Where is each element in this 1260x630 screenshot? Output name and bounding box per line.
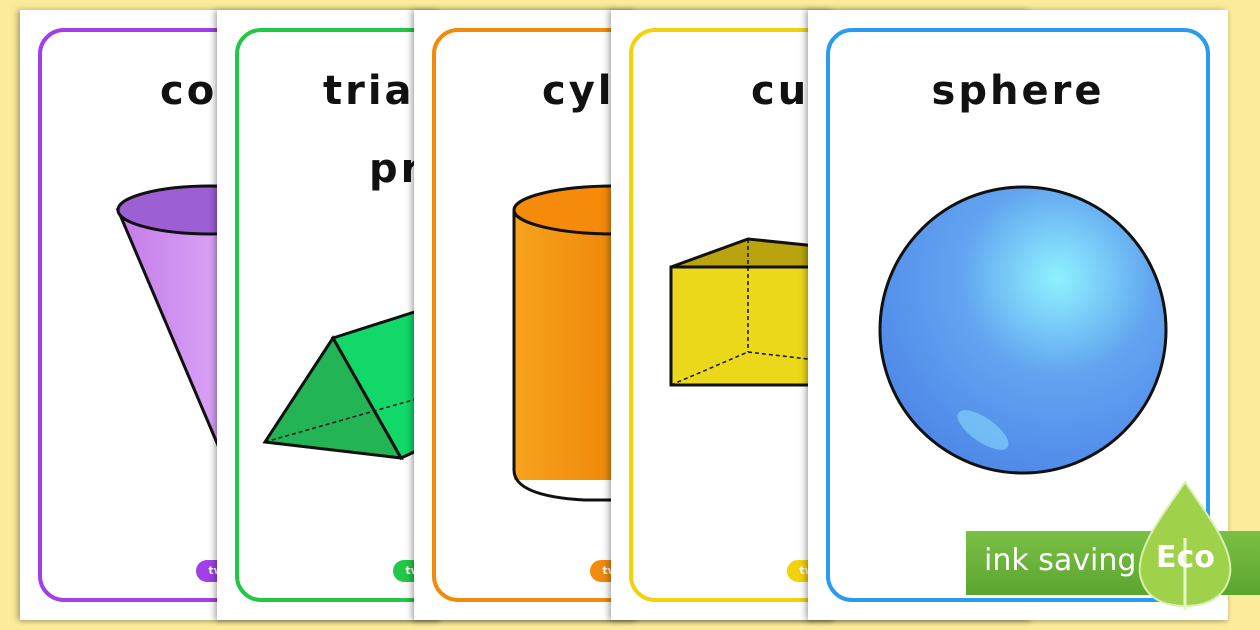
eco-label: Eco [1156, 540, 1215, 575]
card-title-cone: co [160, 68, 218, 114]
card-title-triangular-prism-line2: pr [369, 146, 424, 192]
card-sphere: sphere [808, 10, 1228, 620]
leaf-icon [1138, 480, 1232, 610]
cuboid-shape [669, 237, 818, 387]
card-frame [826, 28, 1210, 602]
card-title-sphere: sphere [931, 68, 1105, 114]
triangular-prism-shape [262, 305, 429, 460]
sphere-shape [878, 185, 1168, 475]
ink-saving-text: ink saving [984, 543, 1137, 578]
